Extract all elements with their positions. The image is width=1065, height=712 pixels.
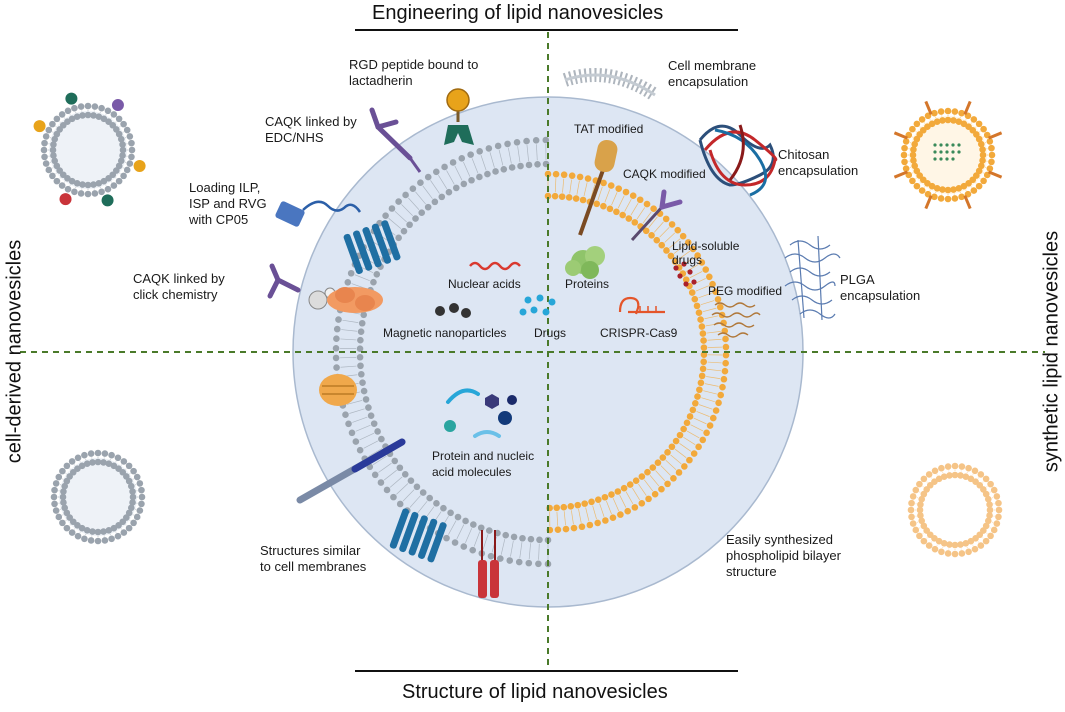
label-chitosan: Chitosan encapsulation bbox=[778, 147, 858, 179]
label-caqk-edc: CAQK linked by EDC/NHS bbox=[265, 114, 357, 146]
label-nucleic-acids: Nuclear acids bbox=[448, 276, 521, 292]
top-title: Engineering of lipid nanovesicles bbox=[372, 2, 663, 25]
cell-membrane-encapsulation-icon bbox=[565, 75, 655, 95]
label-proteins: Proteins bbox=[565, 276, 609, 292]
label-tat-modified: TAT modified bbox=[574, 121, 643, 137]
left-title: cell-derived nanovesicles bbox=[4, 227, 27, 477]
cell-derived-vesicle-native-icon bbox=[51, 450, 146, 545]
label-protein-nucleic: Protein and nucleic acid molecules bbox=[432, 448, 534, 480]
membrane-protein-cluster-icon bbox=[327, 287, 383, 313]
synthetic-vesicle-native-icon bbox=[908, 463, 1003, 558]
label-plga: PLGA encapsulation bbox=[840, 272, 920, 304]
label-easily-synthesized: Easily synthesized phospholipid bilayer … bbox=[726, 532, 841, 580]
label-loading-cp05: Loading ILP, ISP and RVG with CP05 bbox=[189, 180, 267, 228]
label-caqk-modified: CAQK modified bbox=[623, 166, 706, 182]
label-rgd-peptide: RGD peptide bound to lactadherin bbox=[349, 57, 478, 89]
right-title: synthetic lipid nanovesicles bbox=[1041, 212, 1064, 492]
cell-derived-vesicle-engineered-icon bbox=[34, 93, 146, 207]
label-structures-similar: Structures similar to cell membranes bbox=[260, 543, 366, 575]
label-crispr: CRISPR-Cas9 bbox=[600, 325, 677, 341]
label-drugs: Drugs bbox=[534, 325, 566, 341]
label-caqk-click: CAQK linked by click chemistry bbox=[133, 271, 225, 303]
channel-protein-icon bbox=[319, 374, 357, 406]
label-cell-membrane: Cell membrane encapsulation bbox=[668, 58, 756, 90]
label-magnetic: Magnetic nanoparticles bbox=[383, 325, 506, 341]
label-peg-modified: PEG modified bbox=[708, 283, 782, 299]
label-lipid-soluble: Lipid-soluble drugs bbox=[672, 239, 739, 267]
bottom-title: Structure of lipid nanovesicles bbox=[402, 681, 668, 704]
synthetic-vesicle-engineered-icon bbox=[894, 101, 1001, 208]
